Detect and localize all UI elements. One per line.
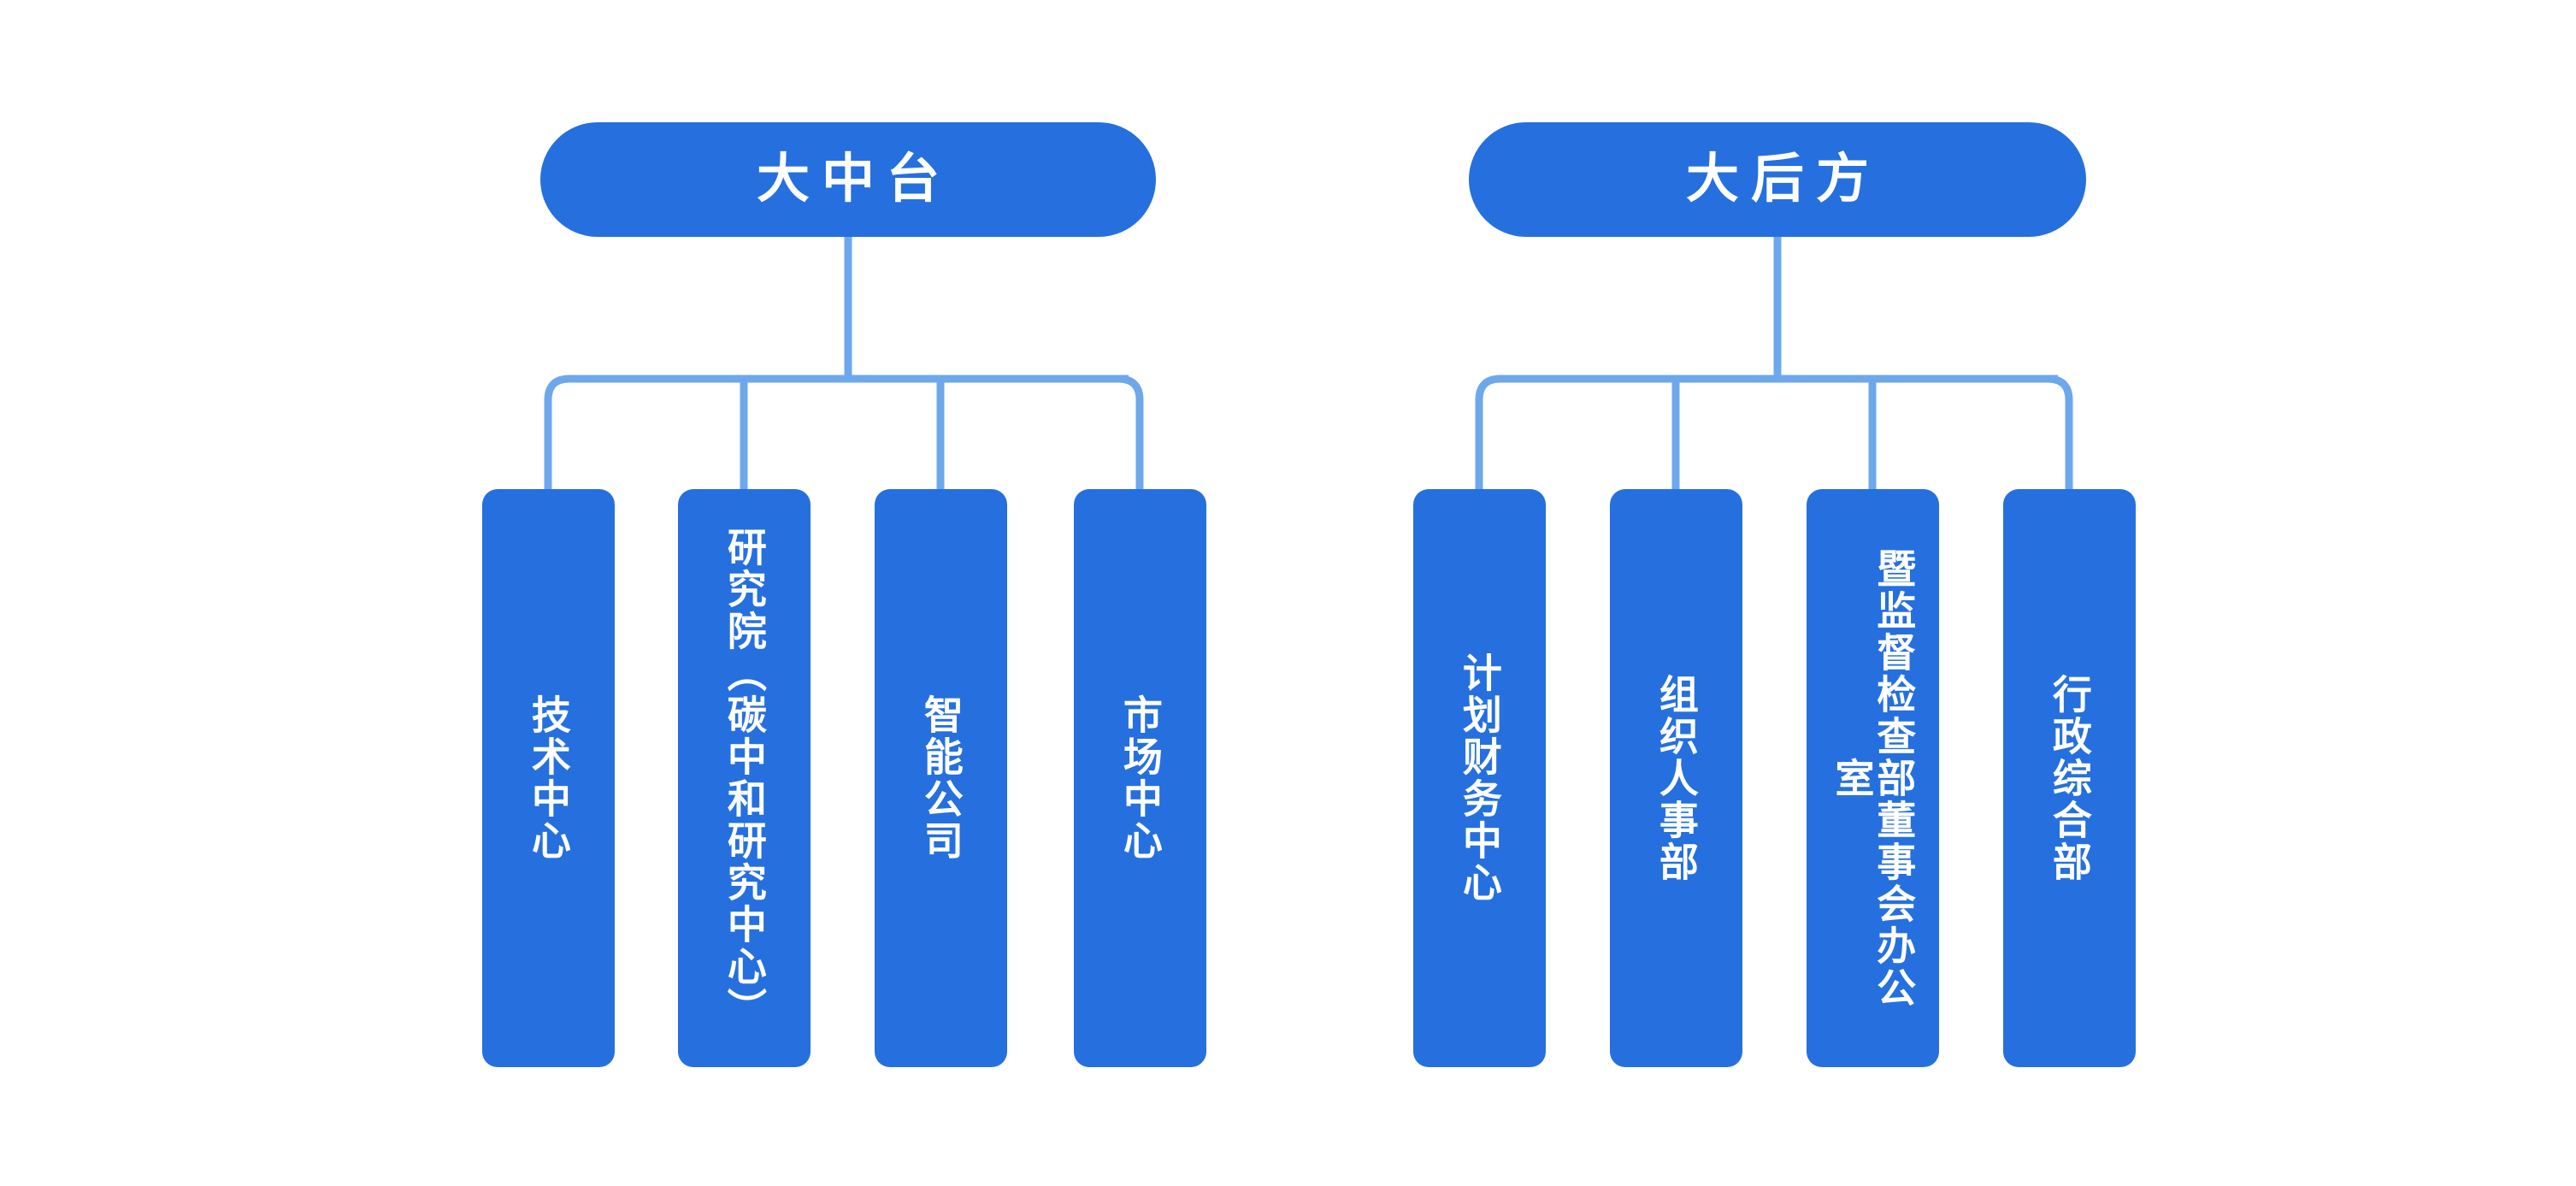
node-yanjiuyuan[interactable]: 研究院（碳中和研究中心） [678,489,811,1067]
connector-drop-zhongtai-4 [1117,375,1144,489]
group-header-houfang[interactable]: 大后方 [1469,122,2086,237]
node-xingzheng-zonghe[interactable]: 行政综合部 [2003,489,2136,1067]
group-header-zhongtai[interactable]: 大中台 [540,122,1156,237]
node-label: 暨监督检查部董事会办公室 [1830,547,1917,1009]
node-label: 行政综合部 [2047,673,2092,883]
node-label: 研究院（碳中和研究中心） [722,527,767,1030]
node-zuzhi-renshi[interactable]: 组织人事部 [1610,489,1742,1067]
node-label: 市场中心 [1117,694,1163,862]
node-zhineng-gongsi[interactable]: 智能公司 [875,489,1007,1067]
node-jihua-caiwu[interactable]: 计划财务中心 [1413,489,1546,1067]
node-label: 技术中心 [526,694,571,862]
group-header-label: 大中台 [756,150,952,209]
node-jishu-zhongxin[interactable]: 技术中心 [482,489,615,1067]
node-label: 智能公司 [918,694,964,862]
node-label: 组织人事部 [1653,673,1699,883]
group-header-label: 大后方 [1685,150,1881,209]
connector-drop-zhongtai-1 [544,375,570,489]
connector-drop-houfang-4 [2047,375,2073,489]
node-shichang-zhongxin[interactable]: 市场中心 [1074,489,1206,1067]
node-dongshihui-bangongshi[interactable]: 暨监督检查部董事会办公室 [1807,489,1939,1067]
node-label: 计划财务中心 [1457,652,1502,904]
connector-drop-houfang-1 [1475,375,1501,489]
